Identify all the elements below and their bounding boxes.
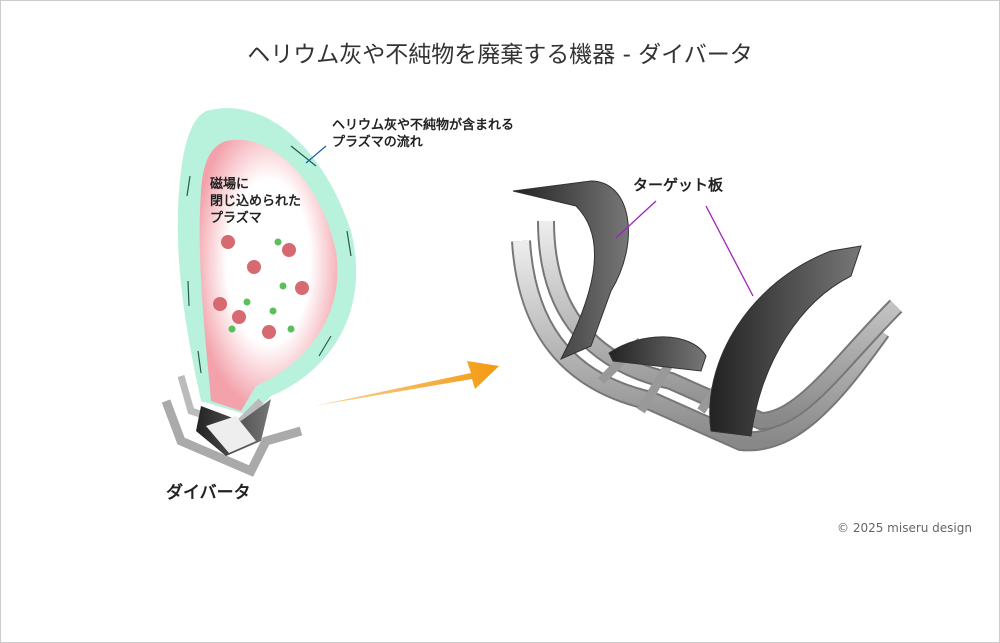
confined-plasma-label: 磁場に 閉じ込められた プラズマ <box>210 176 301 227</box>
target-plate-right <box>709 245 862 437</box>
page-title: ヘリウム灰や不純物を廃棄する機器 - ダイバータ <box>247 42 753 68</box>
large-divertor <box>511 220 903 452</box>
target-leader-right <box>705 205 754 297</box>
small-divertor <box>161 375 303 477</box>
confined-label-line3: プラズマ <box>210 211 262 226</box>
dome <box>608 336 707 372</box>
flow-label-line2: プラズマの流れ <box>332 135 423 150</box>
target-leader-left <box>615 200 657 239</box>
confined-plasma <box>199 139 338 411</box>
target-plate-label: ターゲット板 <box>633 176 724 194</box>
particles <box>213 235 309 339</box>
confined-label-line1: 磁場に <box>210 177 250 192</box>
flow-leader-line <box>305 145 327 164</box>
flow-arrows <box>186 145 352 374</box>
confined-label-line2: 閉じ込められた <box>210 194 302 209</box>
target-plate-left <box>512 180 629 361</box>
flow-label-line1: ヘリウム灰や不純物が含まれる <box>332 118 515 133</box>
arrow-to-detail <box>314 361 499 406</box>
copyright: © 2025 miseru design <box>837 521 972 535</box>
divertor-label: ダイバータ <box>166 483 251 503</box>
flow-label: ヘリウム灰や不純物が含まれる プラズマの流れ <box>332 117 514 151</box>
